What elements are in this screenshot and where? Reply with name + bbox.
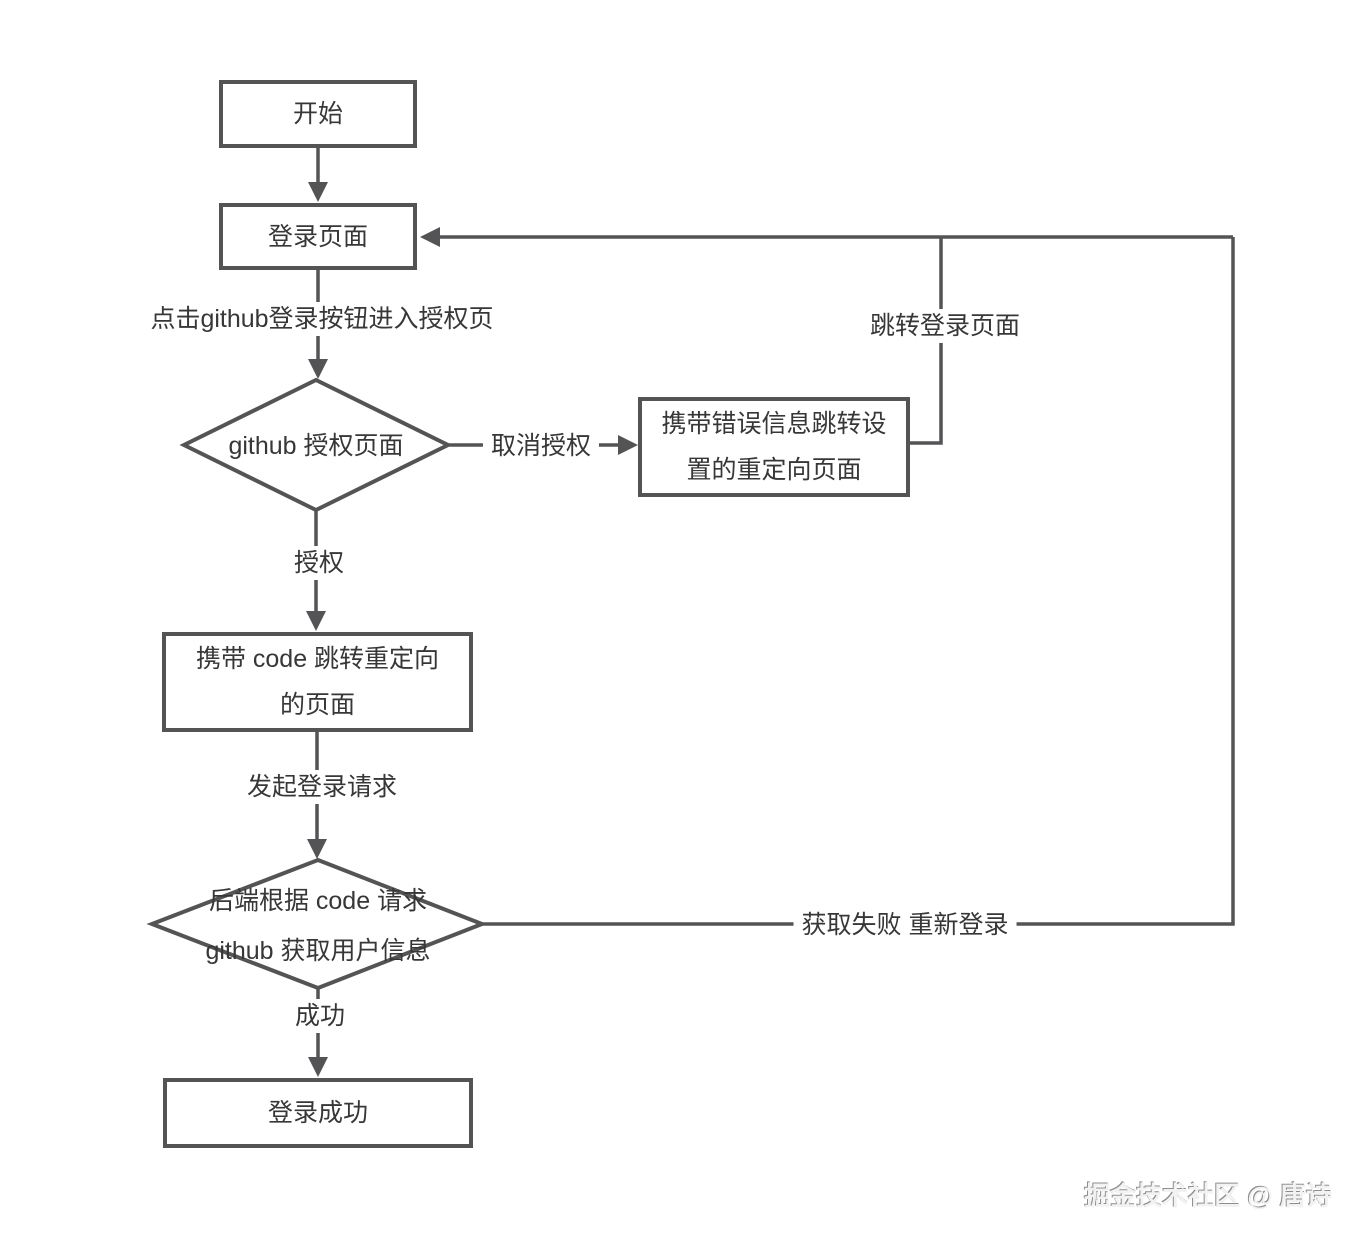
edge-error-up bbox=[910, 237, 943, 445]
diamond-label-github-auth: github 授权页面 bbox=[228, 432, 404, 460]
edge-label-cancel-auth: 取消授权 bbox=[482, 429, 600, 463]
node-login-page: 登录页面 bbox=[219, 203, 417, 270]
diamond-label-backend-check: 后端根据 code 请求 github 获取用户信息 bbox=[205, 887, 431, 965]
edge-label-login-request: 发起登录请求 bbox=[238, 770, 406, 804]
arrowhead-right-error bbox=[618, 435, 638, 455]
node-start: 开始 bbox=[219, 80, 417, 148]
edge-label-click-github: 点击github登录按钮进入授权页 bbox=[142, 302, 502, 336]
diamond-backend-check bbox=[146, 857, 488, 991]
node-code-redirect: 携带 code 跳转重定向 的页面 bbox=[162, 632, 473, 732]
node-error-redirect: 携带错误信息跳转设 置的重定向页面 bbox=[638, 397, 910, 497]
arrowhead-down-code bbox=[306, 611, 326, 631]
diamond-github-auth bbox=[179, 377, 453, 513]
arrowhead-down-diamond1 bbox=[308, 359, 328, 379]
edge-label-fetch-fail: 获取失败 重新登录 bbox=[793, 908, 1017, 942]
arrowhead-left-login bbox=[420, 227, 440, 247]
node-login-success: 登录成功 bbox=[163, 1078, 473, 1148]
edge-label-jump-login: 跳转登录页面 bbox=[861, 309, 1029, 343]
edge-label-success: 成功 bbox=[286, 999, 354, 1033]
watermark-text: 掘金技术社区 @ 唐诗 bbox=[1084, 1181, 1332, 1211]
edge-fetch-fail-loop bbox=[481, 237, 1235, 926]
arrowhead-down-diamond2 bbox=[307, 839, 327, 859]
edge-label-authorize: 授权 bbox=[285, 546, 353, 580]
arrowhead-down-success bbox=[308, 1057, 328, 1077]
arrowhead-down-login bbox=[308, 182, 328, 202]
